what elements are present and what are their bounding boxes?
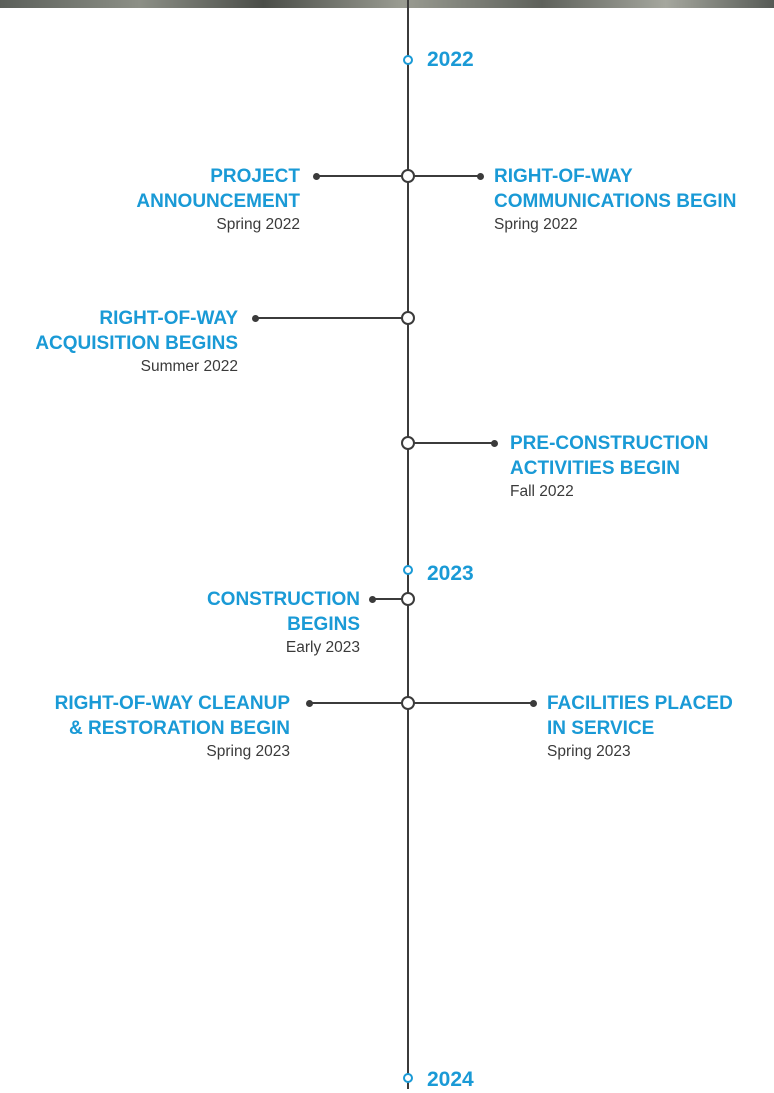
milestone-date: Spring 2022 [494,216,578,233]
milestone-title-line: RIGHT-OF-WAY [494,166,633,187]
milestone-row-acquisition-connector [255,317,402,319]
milestone-title-line: BEGINS [287,614,360,635]
milestone-title-line: COMMUNICATIONS BEGIN [494,191,737,212]
milestone-row-communications-connector [414,175,480,177]
milestone-fall-2022-node [401,436,415,450]
year-2024-marker [403,1073,413,1083]
milestone-date: Spring 2023 [206,743,290,760]
year-2023-marker [403,565,413,575]
milestone-facilities-connector [414,702,533,704]
milestone-row-acquisition: RIGHT-OF-WAY ACQUISITION BEGINS Summer 2… [35,306,238,378]
milestone-early-2023-node [401,592,415,606]
milestone-title-line: CONSTRUCTION [206,589,360,610]
milestone-spring-2023-node [401,696,415,710]
milestone-title-line: FACILITIES PLACED [547,693,733,714]
year-2023-label: 2023 [427,562,474,585]
milestone-facilities-endpoint [530,700,537,707]
milestone-row-communications: RIGHT-OF-WAY COMMUNICATIONS BEGIN Spring… [494,164,736,236]
milestone-pre-construction-connector [414,442,494,444]
milestone-cleanup-connector [309,702,402,704]
milestone-construction-connector [372,598,402,600]
year-2022-marker [403,55,413,65]
milestone-title-line: PRE-CONSTRUCTION [510,433,709,454]
year-2022-label: 2022 [427,48,474,71]
milestone-pre-construction: PRE-CONSTRUCTION ACTIVITIES BEGIN Fall 2… [510,431,708,503]
milestone-title-line: PROJECT [210,166,300,187]
milestone-date: Summer 2022 [140,358,238,375]
milestone-pre-construction-endpoint [491,440,498,447]
timeline-spine [407,0,409,1089]
milestone-title-line: & RESTORATION BEGIN [69,718,290,739]
year-2024-label: 2024 [427,1068,474,1091]
milestone-project-announcement-connector [316,175,402,177]
milestone-date: Spring 2023 [547,743,631,760]
milestone-project-announcement: PROJECT ANNOUNCEMENT Spring 2022 [136,164,300,236]
milestone-date: Fall 2022 [510,483,574,500]
milestone-cleanup-restoration: RIGHT-OF-WAY CLEANUP & RESTORATION BEGIN… [55,691,290,763]
milestone-title-line: RIGHT-OF-WAY [99,308,238,329]
milestone-spring-2022-node [401,169,415,183]
milestone-construction: CONSTRUCTION BEGINS Early 2023 [207,587,360,659]
milestone-summer-2022-node [401,311,415,325]
milestone-title-line: ACTIVITIES BEGIN [510,458,680,479]
milestone-date: Early 2023 [285,639,360,656]
milestone-title-line: ACQUISITION BEGINS [35,333,238,354]
milestone-row-communications-endpoint [477,173,484,180]
header-photo-strip [0,0,774,8]
milestone-title-line: RIGHT-OF-WAY CLEANUP [54,693,290,714]
milestone-title-line: ANNOUNCEMENT [136,191,300,212]
milestone-date: Spring 2022 [216,216,300,233]
milestone-facilities-in-service: FACILITIES PLACED IN SERVICE Spring 2023 [547,691,733,763]
milestone-title-line: IN SERVICE [547,718,655,739]
